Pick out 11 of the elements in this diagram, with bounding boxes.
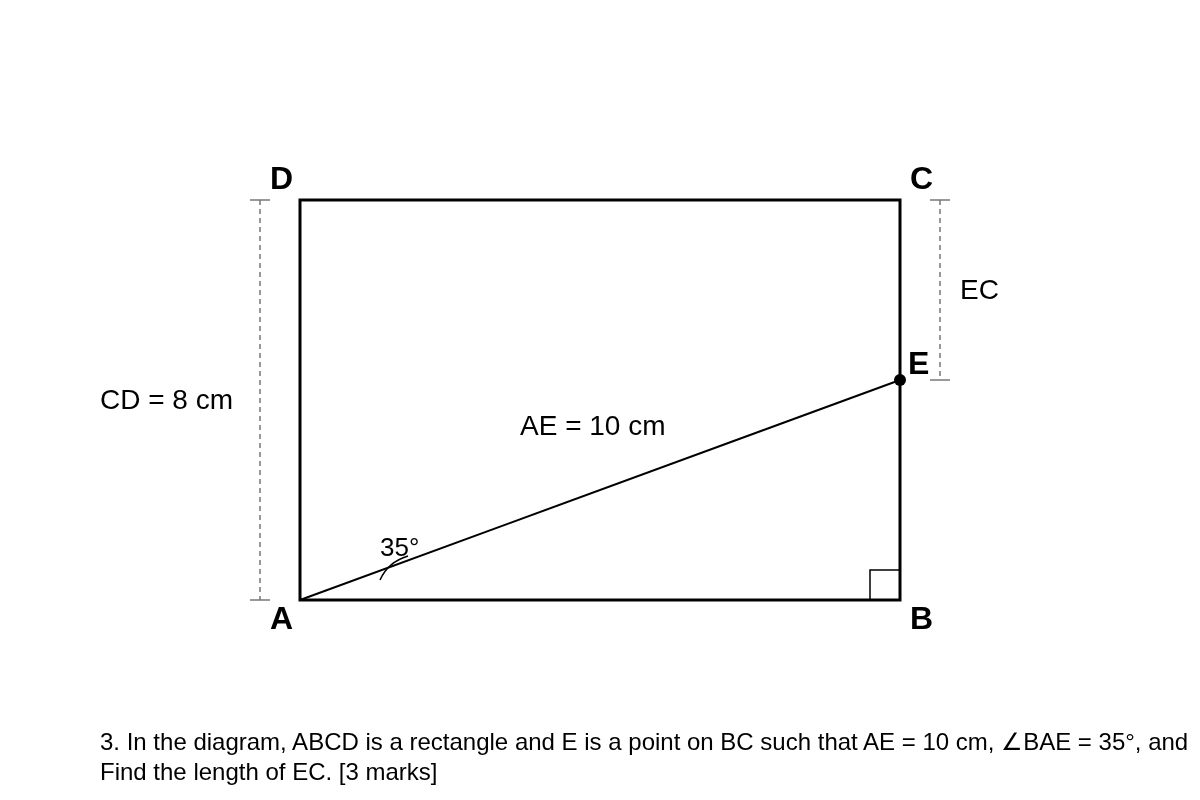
point-label: C: [910, 160, 934, 197]
dimension-label: AE = 10 cm: [520, 410, 666, 443]
question-text: 3. In the diagram, ABCD is a rectangle and E is a point on BC such that AE = 10 cm, ∠BAE = 35°, and: [100, 728, 1189, 756]
dimension-label: CD = 8 cm: [100, 384, 234, 417]
point-label: B: [910, 600, 934, 637]
point-label: A: [270, 600, 294, 637]
point-label: D: [270, 160, 294, 197]
angle-label: 35°: [380, 533, 420, 563]
point-label: E: [908, 345, 930, 382]
dimension-label: EC: [960, 274, 999, 307]
question-text: Find the length of EC. [3 marks]: [100, 758, 438, 786]
